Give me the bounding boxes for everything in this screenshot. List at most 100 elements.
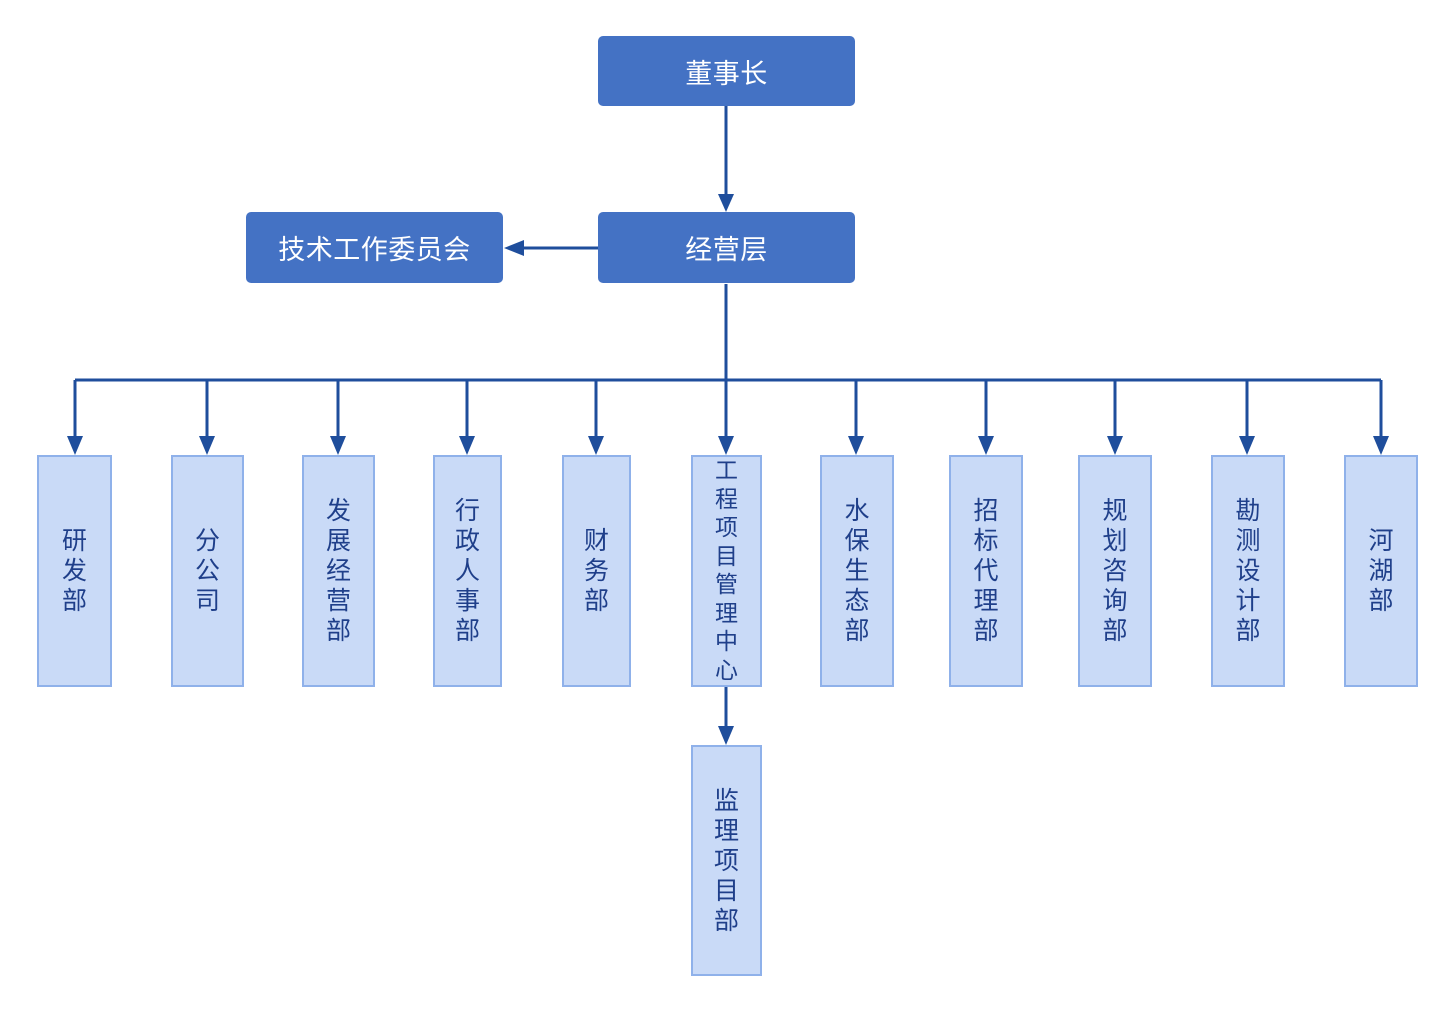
label-character: 项 — [713, 845, 739, 875]
label-character: 水 — [844, 496, 870, 525]
arrowhead-icon — [1239, 436, 1255, 455]
label-character: 代 — [973, 556, 999, 585]
label-character: 务 — [583, 556, 609, 585]
department-node-branch[interactable]: 分公司 — [171, 455, 244, 687]
label-character: 营 — [325, 586, 351, 615]
arrowhead-icon — [718, 726, 734, 745]
management-label: 经营层 — [685, 235, 768, 266]
arrowhead-icon — [718, 194, 734, 212]
management-node[interactable]: 经营层 — [598, 212, 855, 283]
label-character: 部 — [713, 905, 739, 935]
label-character: 工 — [715, 458, 738, 484]
department-node-development[interactable]: 发展经营部 — [302, 455, 375, 687]
label-character: 勘 — [1235, 496, 1261, 525]
label-character: 湖 — [1368, 556, 1394, 585]
label-character: 划 — [1102, 526, 1128, 555]
label-character: 公 — [194, 556, 220, 585]
label-character: 理 — [713, 815, 739, 845]
label-character: 咨 — [1102, 556, 1128, 585]
label-character: 管 — [715, 572, 738, 598]
label-character: 部 — [61, 586, 87, 615]
arrowhead-icon — [1107, 436, 1123, 455]
label-character: 中 — [715, 629, 738, 655]
department-node-research[interactable]: 研发部 — [37, 455, 112, 687]
sub-department-label: 监理项目部 — [714, 786, 739, 936]
department-label: 招标代理部 — [973, 496, 998, 646]
sub-department-node-supervision[interactable]: 监理项目部 — [691, 745, 762, 976]
department-label: 规划咨询部 — [1102, 496, 1127, 646]
department-label: 财务部 — [584, 526, 609, 616]
label-character: 计 — [1235, 586, 1261, 615]
arrowhead-icon — [1373, 436, 1389, 455]
department-label: 研发部 — [62, 526, 87, 616]
arrowhead-icon — [330, 436, 346, 455]
label-character: 部 — [325, 616, 351, 645]
label-character: 政 — [454, 526, 480, 555]
department-node-admin-hr[interactable]: 行政人事部 — [433, 455, 502, 687]
department-label: 工程项目管理中心 — [715, 457, 738, 685]
arrowhead-icon — [588, 436, 604, 455]
label-character: 项 — [715, 515, 738, 541]
arrowhead-icon — [67, 436, 83, 455]
arrowhead-icon — [504, 240, 524, 256]
label-character: 目 — [715, 543, 738, 570]
label-character: 监 — [713, 785, 739, 815]
label-character: 部 — [973, 616, 999, 645]
label-character: 分 — [194, 526, 220, 555]
label-character: 招 — [973, 496, 999, 525]
department-node-finance[interactable]: 财务部 — [562, 455, 631, 687]
label-character: 设 — [1235, 556, 1261, 585]
chairman-label: 董事长 — [685, 58, 768, 90]
department-node-engineering-center[interactable]: 工程项目管理中心 — [691, 455, 762, 687]
label-character: 询 — [1102, 586, 1128, 615]
label-character: 部 — [583, 586, 609, 615]
department-label: 发展经营部 — [326, 496, 351, 646]
department-node-planning[interactable]: 规划咨询部 — [1078, 455, 1152, 687]
department-label: 行政人事部 — [455, 496, 480, 646]
label-character: 态 — [844, 586, 870, 615]
label-character: 标 — [973, 526, 999, 555]
department-label: 勘测设计部 — [1235, 496, 1260, 646]
label-character: 行 — [454, 496, 480, 525]
label-character: 心 — [715, 657, 738, 684]
department-label: 分公司 — [195, 526, 220, 616]
label-character: 经 — [325, 556, 351, 585]
arrowhead-icon — [848, 436, 864, 455]
label-character: 研 — [61, 526, 87, 555]
department-node-soil-ecology[interactable]: 水保生态部 — [820, 455, 894, 687]
arrowhead-icon — [978, 436, 994, 455]
label-character: 保 — [844, 526, 870, 555]
label-character: 理 — [715, 600, 738, 627]
label-character: 部 — [844, 616, 870, 645]
tech-committee-label: 技术工作委员会 — [278, 235, 471, 266]
tech-committee-node[interactable]: 技术工作委员会 — [246, 212, 503, 283]
department-node-rivers-lakes[interactable]: 河湖部 — [1344, 455, 1418, 687]
label-character: 司 — [194, 586, 220, 615]
department-label: 水保生态部 — [844, 496, 869, 646]
label-character: 发 — [61, 556, 87, 585]
arrowhead-icon — [718, 436, 734, 455]
label-character: 展 — [325, 526, 351, 555]
label-character: 规 — [1102, 496, 1128, 525]
department-node-tender-agency[interactable]: 招标代理部 — [949, 455, 1023, 687]
label-character: 部 — [1235, 616, 1261, 645]
label-character: 测 — [1235, 526, 1261, 555]
label-character: 理 — [973, 586, 999, 615]
arrowhead-icon — [199, 436, 215, 455]
department-node-survey-design[interactable]: 勘测设计部 — [1211, 455, 1285, 687]
arrowhead-icon — [459, 436, 475, 455]
label-character: 部 — [1102, 616, 1128, 645]
label-character: 目 — [713, 875, 739, 905]
label-character: 部 — [1368, 586, 1394, 615]
chairman-node[interactable]: 董事长 — [598, 36, 855, 106]
label-character: 发 — [325, 496, 351, 525]
label-character: 财 — [583, 526, 609, 555]
label-character: 部 — [454, 616, 480, 645]
department-label: 河湖部 — [1368, 526, 1393, 616]
label-character: 人 — [454, 556, 480, 585]
label-character: 事 — [454, 586, 480, 615]
label-character: 生 — [844, 556, 870, 585]
label-character: 河 — [1368, 526, 1394, 555]
